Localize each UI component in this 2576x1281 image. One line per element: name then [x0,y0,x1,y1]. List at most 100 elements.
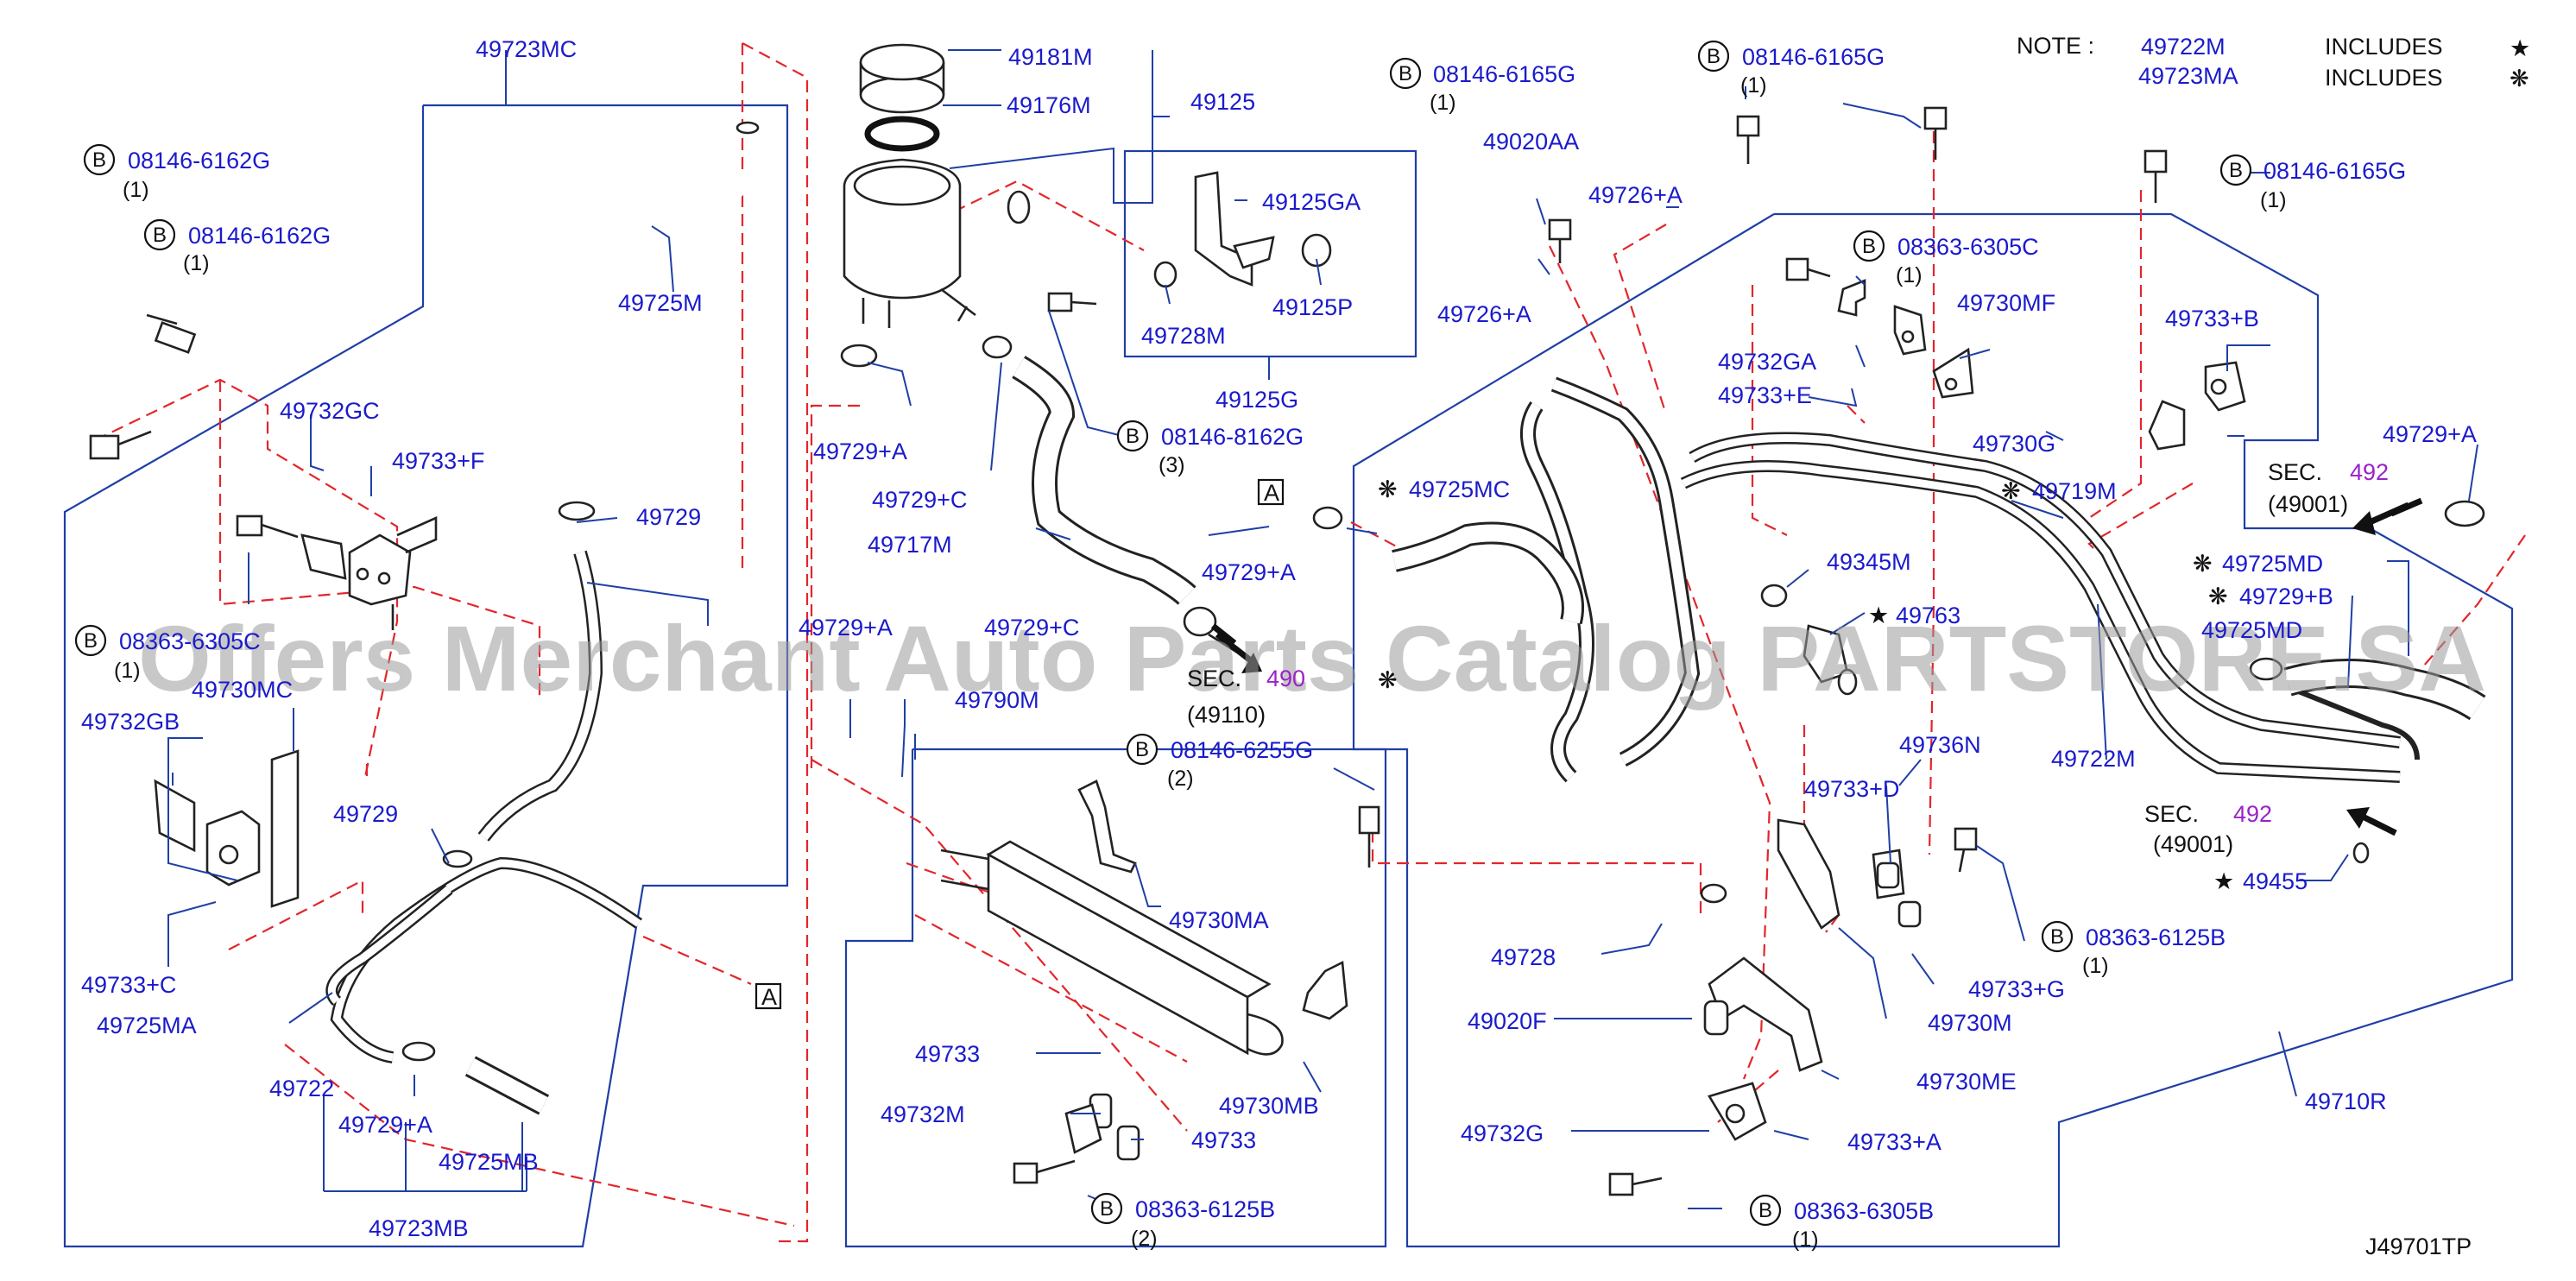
part-label: 49732GC [280,398,380,424]
bolt-qty: (1) [1740,73,1767,98]
bolt-qty: (2) [1131,1227,1158,1251]
part-label: 49726+A [1437,301,1531,327]
part-label: 49733+C [81,972,176,998]
bolt-part-number: 08146-8162G [1161,424,1304,450]
hose-md-right [2249,500,2486,721]
part-label: 49763 [1896,603,1960,628]
bolt-symbol: B [2229,159,2243,182]
part-label: 49732GB [81,709,180,735]
leader-lines [167,49,2478,1209]
marker-letter: A [761,984,777,1010]
includes-symbol: ★ [2213,868,2234,894]
part-label: 49730MF [1957,290,2055,316]
hard-lines-left [325,856,643,1063]
bolt-callouts: B 08146-6162G (1) B 08146-6162G (1) B 08… [74,40,2406,1252]
bolt-qty: (1) [1430,91,1456,115]
part-label: 49730MC [192,677,293,703]
part-label: 49729+B [2239,584,2333,609]
part-label: 49729+A [813,439,907,464]
section-label: SEC. [2268,459,2322,485]
part-label: 49455 [2243,868,2308,894]
bolt-part-number: 08146-6162G [128,148,270,174]
clamp-lower [401,849,473,1062]
part-label: 49728 [1491,944,1556,970]
reservoir-tank [843,158,1031,328]
part-label: 49125 [1190,89,1255,115]
bolt-symbol: B [153,224,167,247]
section-references: SEC. 490 (49110) SEC. 492 (49001) SEC. 4… [1187,459,2389,857]
bolt-symbol: B [1707,45,1720,68]
section-number: 490 [1266,666,1305,691]
oil-cooler-bolt [1013,805,1380,1184]
part-label: 49729+A [799,615,893,640]
bolt-qty: (1) [1792,1227,1819,1252]
star-symbol: ★ [2510,35,2530,61]
diagram-code: J49701TP [2365,1234,2472,1259]
bolt-symbol: B [1100,1197,1114,1221]
bolt-part-number: 08363-6305C [119,628,261,654]
bolt-symbol: B [2050,925,2064,949]
part-label: 49181M [1008,44,1093,70]
part-label: 49736N [1899,732,1981,758]
bolt-part-number: 08146-6165G [1742,44,1885,70]
section-arrows [1215,502,2410,836]
part-label: 49722 [269,1076,334,1101]
o-ring [864,116,940,152]
part-label: 49729+C [984,615,1079,640]
part-label: 49723MC [476,36,577,62]
marker-letter: A [1264,480,1279,506]
bolt-qty: (1) [114,659,141,683]
right-group-frame [1352,212,2514,1248]
part-labels: 49723MC 49181M 49176M 49125 49125G A 4972… [81,36,2477,1241]
section-label: SEC. [1187,666,1241,691]
note-text: INCLUDES [2325,65,2443,91]
assembly-lines [94,42,2526,1243]
part-label: 49730ME [1916,1069,2017,1095]
bolt-qty: (1) [123,178,149,202]
bolt-part-number: 08363-6125B [1135,1196,1275,1222]
part-label: 49733+E [1718,382,1812,408]
part-label: 49125G [1215,387,1298,413]
section-label: SEC. [2144,801,2199,827]
part-label: 49725MA [97,1013,197,1038]
part-label: 49729 [636,504,701,530]
return-hose-upper [531,121,763,476]
part-label: 49726+A [1588,182,1683,208]
bolt-qty: (1) [183,251,210,275]
note-text: INCLUDES [2325,34,2443,60]
pressure-switch [1760,584,1858,696]
reservoir-cap [859,43,945,114]
includes-symbol: ❋ [2001,478,2021,504]
part-label: 49730MB [1219,1093,1319,1119]
note-part: 49722M [2141,34,2226,60]
part-label: 49723MA [2138,63,2238,89]
part-label: 49733+G [1968,976,2065,1002]
includes-symbol: ❋ [2193,551,2213,577]
part-label: 49717M [868,532,952,558]
part-label: 49176M [1007,92,1091,118]
bolt-symbol: B [84,629,98,653]
feed-hose [840,335,1244,658]
part-label: 49790M [955,687,1039,713]
bolt-qty: (3) [1159,453,1185,477]
connection-marker-a: A A [754,478,1285,1010]
bolt-upper-right [1548,106,2168,281]
part-label: 49730G [1973,431,2055,457]
part-label: 49729+A [1202,559,1296,585]
part-label: 49732GA [1718,349,1816,375]
bolt-qty: (2) [1167,767,1194,791]
part-label: 49732M [881,1101,965,1127]
bolt-qty: (1) [2082,954,2109,978]
brackets-lower-right [1608,818,1978,1196]
part-label: 49730MA [1169,907,1269,933]
left-group-frame [63,104,789,1248]
section-number: 492 [2350,459,2389,485]
part-label: 49710R [2305,1089,2387,1114]
part-label: 49345M [1827,549,1911,575]
bolt-part-number: 08146-6162G [188,223,331,249]
hose-mc-right [1312,506,1584,625]
part-label: 49733+A [1847,1129,1941,1155]
part-label: 49729+C [872,487,967,513]
bolt-symbol: B [1862,235,1876,258]
